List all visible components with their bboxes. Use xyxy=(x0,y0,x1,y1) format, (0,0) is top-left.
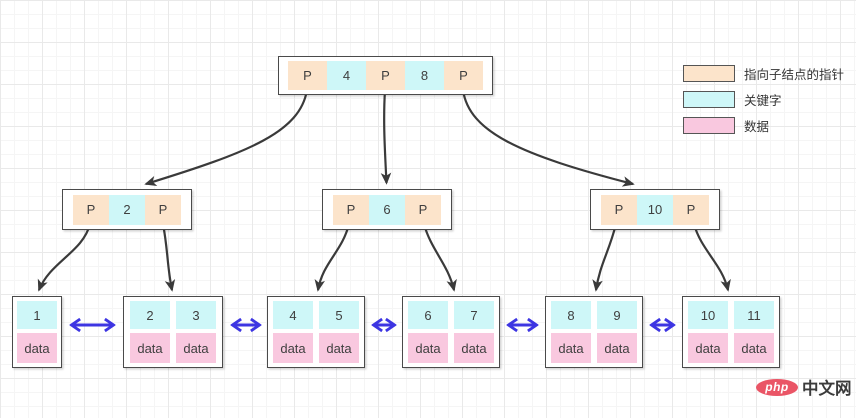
data-cell: data xyxy=(688,333,728,363)
pointer-cell: P xyxy=(601,194,637,225)
legend-label: 关键字 xyxy=(744,94,782,108)
key-cell: 2 xyxy=(130,301,170,329)
key-cell: 1 xyxy=(17,301,57,329)
key-cell: 3 xyxy=(176,301,216,329)
arrow-internal3-to-leaf5 xyxy=(592,223,618,292)
key-cell: 6 xyxy=(408,301,448,329)
leaf-node-3: 4 data 5 data xyxy=(267,296,365,368)
data-cell: data xyxy=(319,333,359,363)
leaf-node-1: 1 data xyxy=(12,296,62,368)
watermark-site-name: 中文网 xyxy=(802,380,852,398)
pointer-cell: P xyxy=(145,194,181,225)
key-cell: 11 xyxy=(734,301,774,329)
leaf-node-6: 10 data 11 data xyxy=(682,296,780,368)
arrow-internal2-to-leaf3 xyxy=(314,223,351,292)
data-cell: data xyxy=(551,333,591,363)
key-cell: 9 xyxy=(597,301,637,329)
data-cell: data xyxy=(408,333,448,363)
php-logo-badge: php xyxy=(756,378,798,396)
key-cell: 10 xyxy=(688,301,728,329)
legend-item-data: 数据 xyxy=(683,117,769,134)
data-cell: data xyxy=(176,333,216,363)
pointer-cell: P xyxy=(444,61,483,90)
pointer-cell: P xyxy=(333,194,369,225)
key-cell: 8 xyxy=(551,301,591,329)
legend-swatch-key xyxy=(683,91,735,108)
pointer-cell: P xyxy=(288,61,327,90)
legend-label: 指向子结点的指针 xyxy=(744,68,845,82)
key-cell: 4 xyxy=(273,301,313,329)
data-cell: data xyxy=(454,333,494,363)
arrow-internal2-to-leaf4 xyxy=(422,223,457,292)
leaf-node-5: 8 data 9 data xyxy=(545,296,643,368)
pointer-cell: P xyxy=(73,194,109,225)
data-cell: data xyxy=(273,333,313,363)
legend-item-key: 关键字 xyxy=(683,91,782,108)
data-cell: data xyxy=(17,333,57,363)
key-cell: 4 xyxy=(327,61,366,90)
pointer-cell: P xyxy=(405,194,441,225)
arrow-internal1-to-leaf2 xyxy=(161,223,176,292)
data-cell: data xyxy=(130,333,170,363)
internal-node-3: P 10 P xyxy=(590,189,720,230)
leaf-node-4: 6 data 7 data xyxy=(402,296,500,368)
key-cell: 10 xyxy=(637,194,673,225)
key-cell: 8 xyxy=(405,61,444,90)
arrow-internal3-to-leaf6 xyxy=(692,223,731,292)
root-node: P 4 P 8 P xyxy=(278,56,493,95)
arrow-internal1-to-leaf1 xyxy=(37,223,92,292)
key-cell: 7 xyxy=(454,301,494,329)
legend-label: 数据 xyxy=(744,120,770,134)
key-cell: 6 xyxy=(369,194,405,225)
data-cell: data xyxy=(734,333,774,363)
internal-node-1: P 2 P xyxy=(62,189,192,230)
arrow-root-to-internal-center xyxy=(380,89,392,185)
pointer-cell: P xyxy=(366,61,405,90)
leaf-node-2: 2 data 3 data xyxy=(123,296,223,368)
legend-item-pointer: 指向子结点的指针 xyxy=(683,65,844,82)
arrow-root-to-internal-right xyxy=(461,89,635,187)
internal-node-2: P 6 P xyxy=(322,189,452,230)
key-cell: 2 xyxy=(109,194,145,225)
pointer-cell: P xyxy=(673,194,709,225)
arrow-root-to-internal-left xyxy=(144,89,309,187)
legend-swatch-pointer xyxy=(683,65,735,82)
key-cell: 5 xyxy=(319,301,359,329)
data-cell: data xyxy=(597,333,637,363)
legend-swatch-data xyxy=(683,117,735,134)
watermark: php 中文网 xyxy=(756,375,852,399)
